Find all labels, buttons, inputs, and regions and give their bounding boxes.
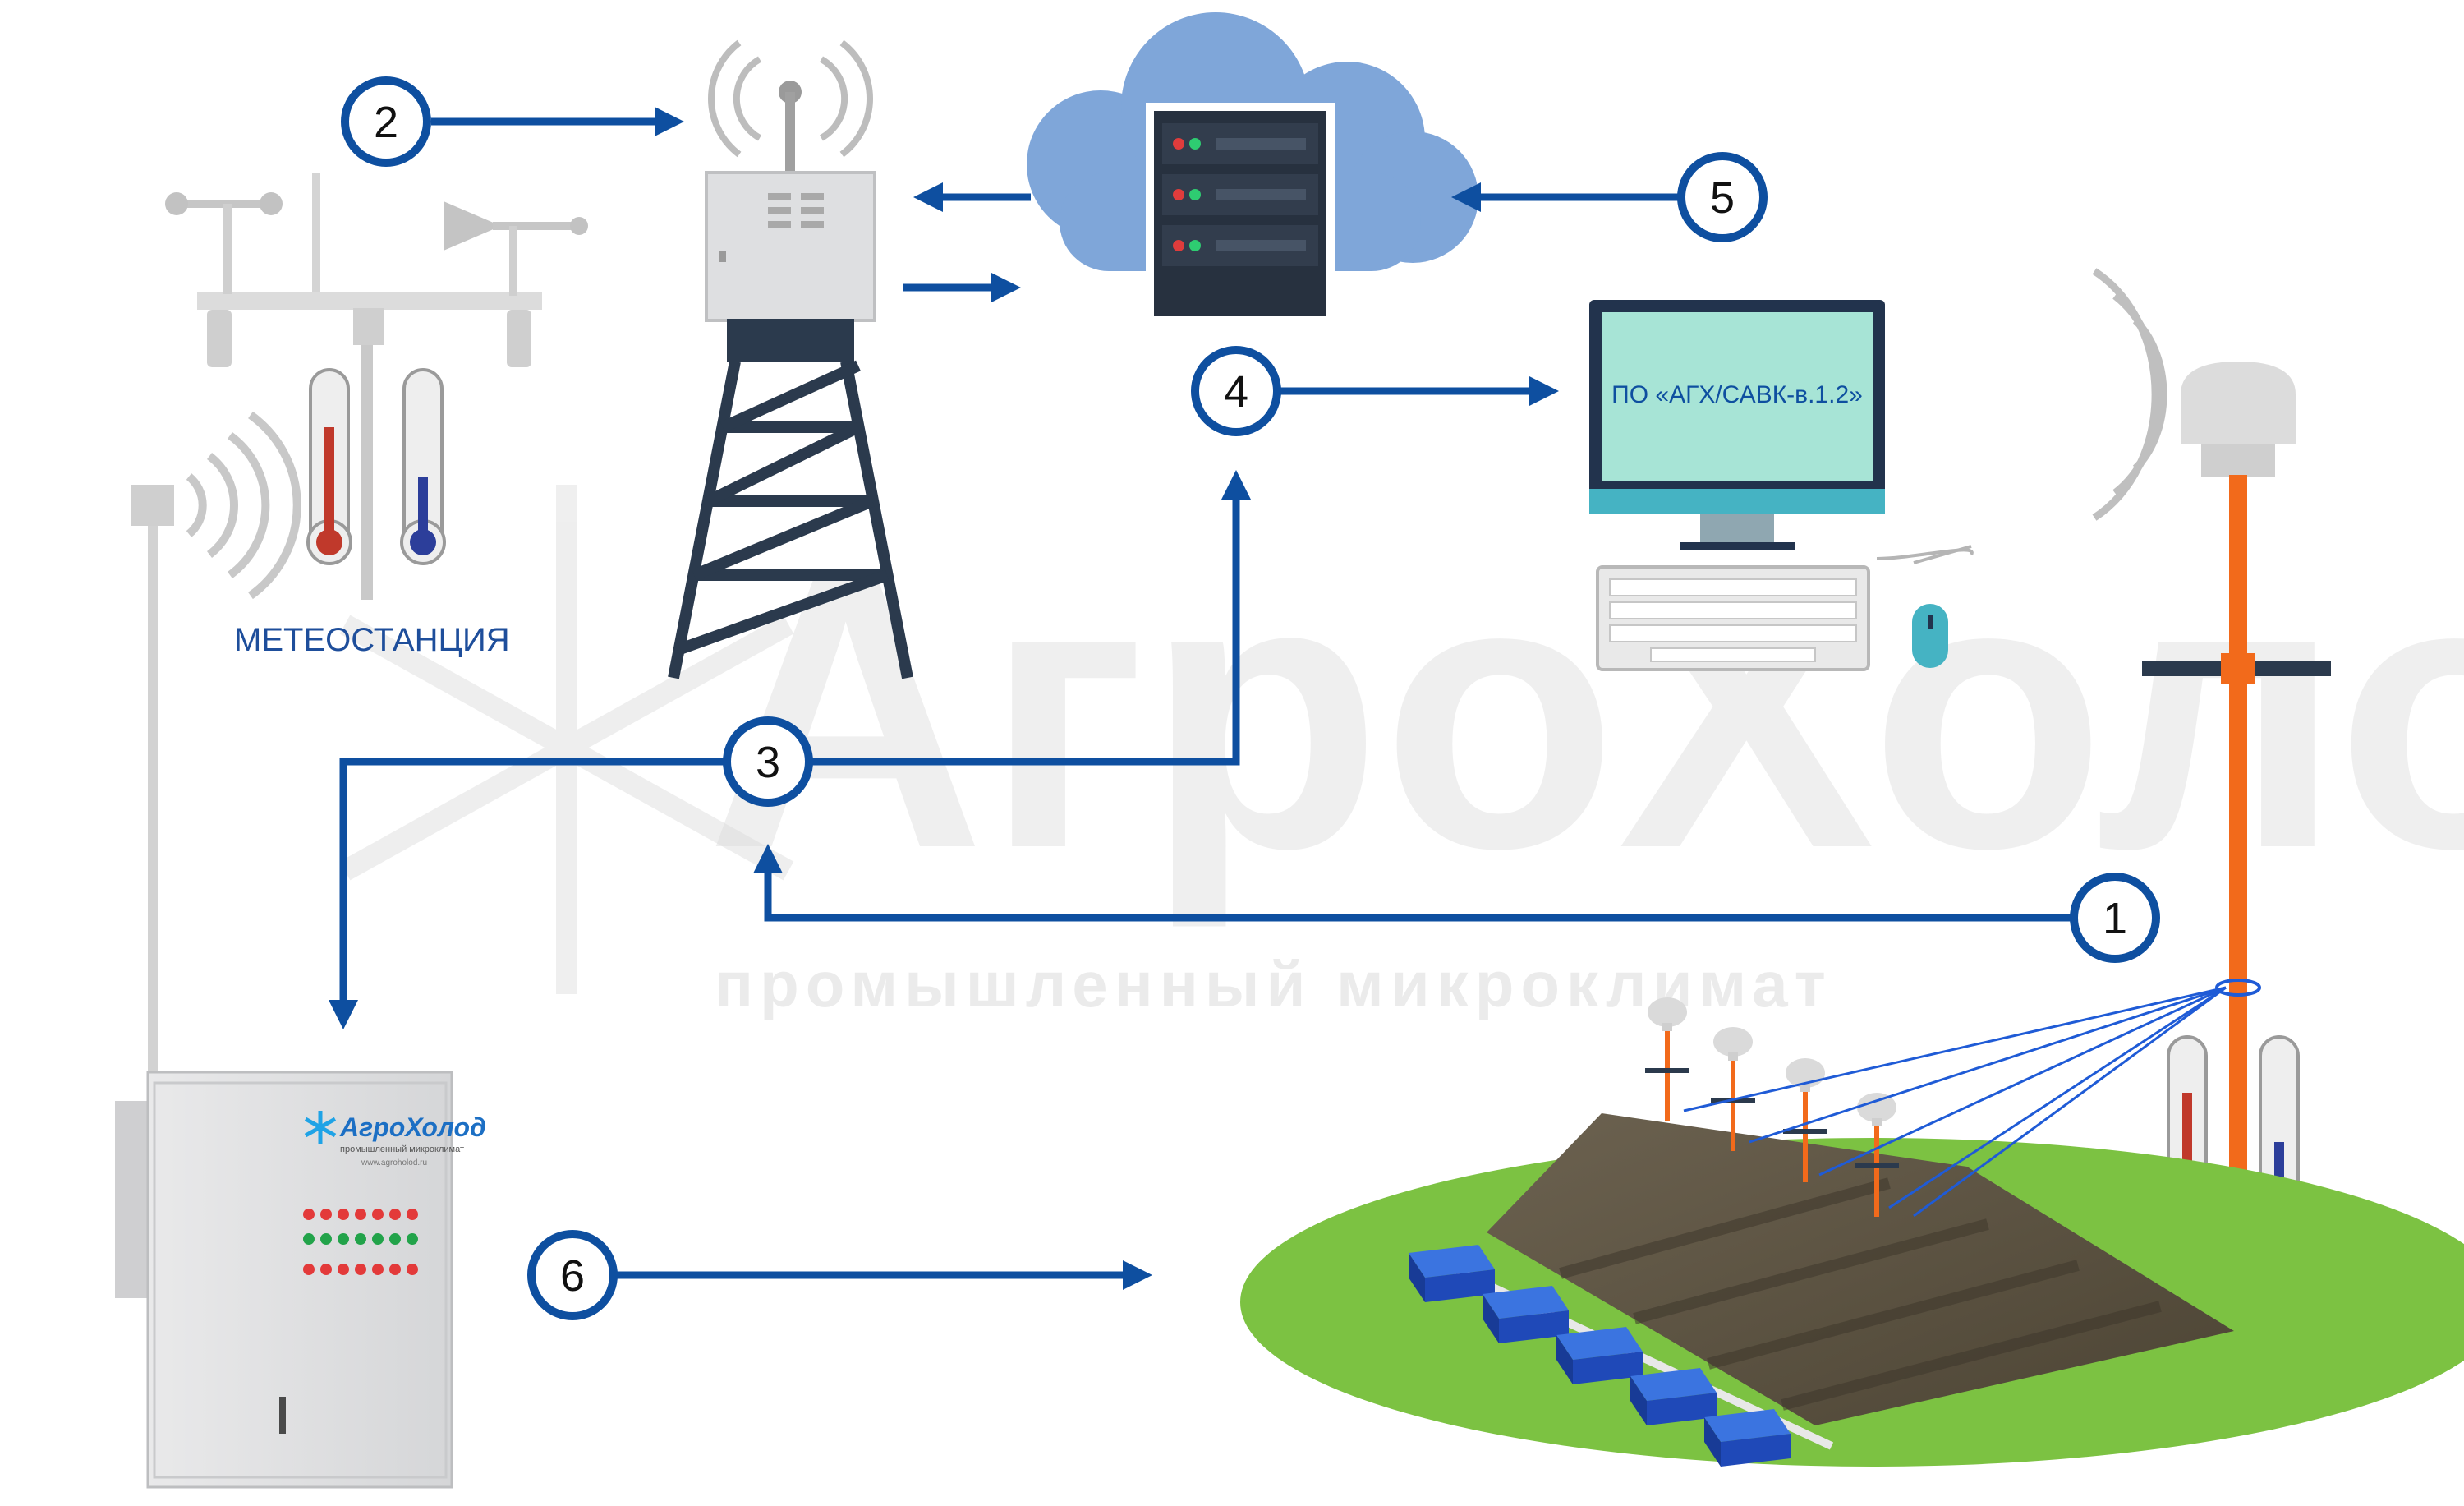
indicator-led xyxy=(372,1264,384,1275)
potato-storage-field-icon xyxy=(1240,986,2464,1467)
indicator-led xyxy=(338,1264,349,1275)
meteostation-label: МЕТЕОСТАНЦИЯ xyxy=(234,622,510,658)
watermark: АгроХолод промышленный микроклимат xyxy=(339,485,2464,1020)
indicator-led xyxy=(389,1209,401,1220)
indicator-led xyxy=(355,1233,366,1245)
watermark-brand: АгроХолод xyxy=(706,497,2464,931)
indicator-leds xyxy=(303,1209,418,1275)
indicator-led xyxy=(372,1209,384,1220)
thermometer-icon xyxy=(306,368,352,565)
step-number: 5 xyxy=(1710,173,1735,223)
cloud-server-icon xyxy=(1027,12,1478,320)
software-label: ПО «АГХ/САВК-в.1.2» xyxy=(1611,381,1863,408)
cabinet-logo-brand: АгроХолод xyxy=(339,1112,486,1142)
step-marker-1: 1 xyxy=(2070,873,2160,963)
indicator-led xyxy=(320,1209,332,1220)
step-marker-4: 4 xyxy=(1191,346,1281,436)
watermark-tagline: промышленный микроклимат xyxy=(715,948,1832,1020)
snowflake-watermark-icon xyxy=(339,485,794,994)
step-marker-5: 5 xyxy=(1677,152,1768,242)
indicator-led xyxy=(303,1264,315,1275)
thermometer-icon xyxy=(400,368,446,565)
indicator-led xyxy=(320,1233,332,1245)
indicator-led xyxy=(407,1264,418,1275)
step-number: 1 xyxy=(2103,894,2127,943)
step-marker-6: 6 xyxy=(527,1230,618,1320)
indicator-led xyxy=(407,1233,418,1245)
arrow-3-to-cabinet xyxy=(329,758,731,1029)
step-markers: 2 5 4 3 1 6 xyxy=(341,76,2160,1320)
arrow-3-to-4 xyxy=(809,470,1251,766)
indicator-led xyxy=(338,1233,349,1245)
indicator-led xyxy=(355,1264,366,1275)
cabinet-logo-url: www.agroholod.ru xyxy=(361,1158,427,1167)
step-number: 3 xyxy=(756,738,780,787)
indicator-led xyxy=(372,1233,384,1245)
indicator-led xyxy=(303,1233,315,1245)
indicator-led xyxy=(338,1209,349,1220)
control-cabinet-icon: АгроХолод промышленный микроклимат www.a… xyxy=(115,1071,486,1489)
radio-tower-icon xyxy=(668,39,913,679)
indicator-led xyxy=(407,1209,418,1220)
flow-arrows xyxy=(329,107,2074,1290)
cabinet-logo-tagline: промышленный микроклимат xyxy=(340,1144,464,1154)
indicator-led xyxy=(389,1264,401,1275)
indicator-led xyxy=(320,1264,332,1275)
pile-sensor-icon xyxy=(1645,997,1899,1217)
transmitter-pole-icon xyxy=(131,411,301,1097)
step-number: 4 xyxy=(1224,367,1248,417)
ventilation-box-icon xyxy=(1409,1245,1791,1467)
arrow-1-to-3 xyxy=(753,844,2074,922)
desktop-computer-icon xyxy=(1589,300,1974,671)
step-marker-2: 2 xyxy=(341,76,431,167)
weather-station-icon xyxy=(165,173,588,600)
indicator-led xyxy=(389,1233,401,1245)
indicator-led xyxy=(303,1209,315,1220)
step-marker-3: 3 xyxy=(723,716,813,807)
step-number: 2 xyxy=(374,98,398,147)
step-number: 6 xyxy=(560,1251,585,1301)
indicator-led xyxy=(355,1209,366,1220)
snowflake-icon xyxy=(304,1111,337,1144)
